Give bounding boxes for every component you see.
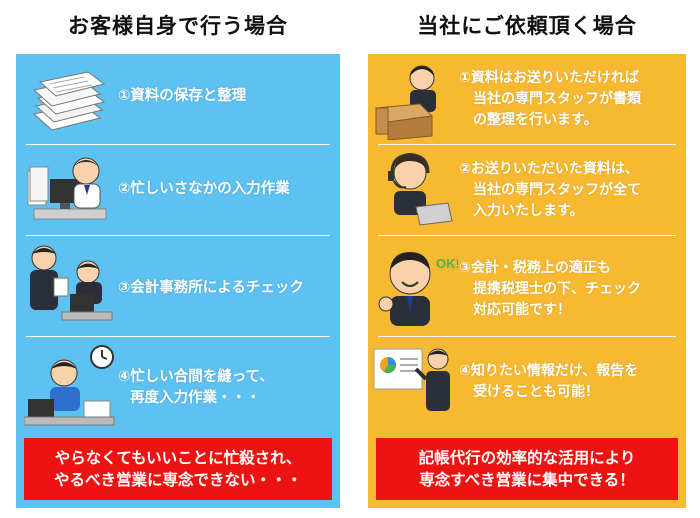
right-step-3-line-2: 提携税理士の下、チェック: [473, 281, 641, 297]
accountant-check-icon: [30, 245, 113, 321]
ok-gesture-man-icon: OK!: [378, 252, 458, 326]
right-step-2-line-1: ②お送りいただいた資料は、: [459, 161, 639, 177]
right-step-1-line-2: 当社の専門スタッフが書類: [473, 91, 641, 107]
ok-mark: OK!: [436, 256, 458, 271]
right-step-1-text: ①資料はお送りいただければ 当社の専門スタッフが書類 の整理を行います。: [459, 68, 641, 131]
left-step-4-line-2: 再度入力作業・・・: [130, 390, 261, 406]
left-step-4-text: ④忙しい合間を縫って、 再度入力作業・・・: [118, 367, 274, 409]
divider: [378, 235, 676, 236]
busy-worker-clock-icon: [24, 345, 115, 426]
right-banner: 記帳代行の効率的な活用により 専念すべき営業に集中できる！: [376, 438, 678, 500]
right-column-title: 当社にご依頼頂く場合: [417, 14, 637, 38]
left-banner: やらなくてもいいことに忙殺され、 やるべき営業に専念できない・・・: [24, 438, 332, 500]
right-banner-line-2: 専念すべき営業に集中できる！: [419, 471, 635, 489]
left-step-3: ③会計事務所によるチェック: [16, 236, 340, 336]
left-banner-line-2: やるべき営業に専念できない・・・: [53, 471, 302, 489]
right-step-3-line-3: 対応可能です！: [473, 302, 571, 318]
left-step-4-line-1: ④忙しい合間を縫って、: [118, 369, 274, 385]
left-step-1-text: ①資料の保存と整理: [118, 88, 247, 104]
right-step-3-text: ③会計・税務上の適正も 提携税理士の下、チェック 対応可能です！: [459, 258, 641, 321]
divider: [26, 144, 330, 145]
right-step-1-line-3: の整理を行います。: [473, 112, 598, 128]
left-step-3-text: ③会計事務所によるチェック: [118, 280, 304, 296]
right-step-4-text: ④知りたい情報だけ、報告を 受けることも可能！: [459, 361, 638, 403]
right-step-4-line-2: 受けることも可能！: [473, 384, 599, 400]
divider: [378, 336, 676, 337]
right-step-1-line-1: ①資料はお送りいただければ: [459, 70, 639, 86]
left-banner-line-1: やらなくてもいいことに忙殺され、: [54, 449, 302, 467]
right-step-2-line-2: 当社の専門スタッフが全て: [473, 182, 641, 198]
left-step-1: ①資料の保存と整理: [16, 54, 340, 144]
right-step-3: OK! ③会計・税務上の適正も 提携税理士の下、チェック 対応可能です！: [368, 236, 686, 336]
right-banner-line-1: 記帳代行の効率的な活用により: [418, 449, 636, 467]
right-step-1: ①資料はお送りいただければ 当社の専門スタッフが書類 の整理を行います。: [368, 54, 686, 144]
stressed-worker-icon: [27, 157, 107, 220]
divider: [26, 235, 330, 236]
right-step-2-text: ②お送りいただいた資料は、 当社の専門スタッフが全て 入力いたします。: [459, 159, 641, 222]
left-panel: ①資料の保存と整理 ②忙しいさなかの入力作業 ③会計: [16, 54, 340, 508]
left-column-title: お客様自身で行う場合: [68, 14, 288, 38]
operator-headset-icon: [388, 153, 453, 226]
right-step-2-line-3: 入力いたします。: [473, 203, 584, 219]
staff-box-icon: [374, 65, 436, 140]
right-step-4-line-1: ④知りたい情報だけ、報告を: [459, 363, 639, 379]
left-step-4: ④忙しい合間を縫って、 再度入力作業・・・: [16, 337, 340, 437]
document-pile-icon: [32, 71, 106, 131]
right-panel: ①資料はお送りいただければ 当社の専門スタッフが書類 の整理を行います。 ②お送…: [368, 54, 686, 508]
left-step-2: ②忙しいさなかの入力作業: [16, 145, 340, 235]
divider: [378, 144, 676, 145]
left-step-2-text: ②忙しいさなかの入力作業: [118, 181, 290, 197]
right-step-3-line-1: ③会計・税務上の適正も: [459, 260, 611, 276]
presentation-board-icon: [373, 348, 450, 411]
right-step-4: ④知りたい情報だけ、報告を 受けることも可能！: [368, 337, 686, 437]
divider: [26, 336, 330, 337]
right-step-2: ②お送りいただいた資料は、 当社の専門スタッフが全て 入力いたします。: [368, 145, 686, 235]
